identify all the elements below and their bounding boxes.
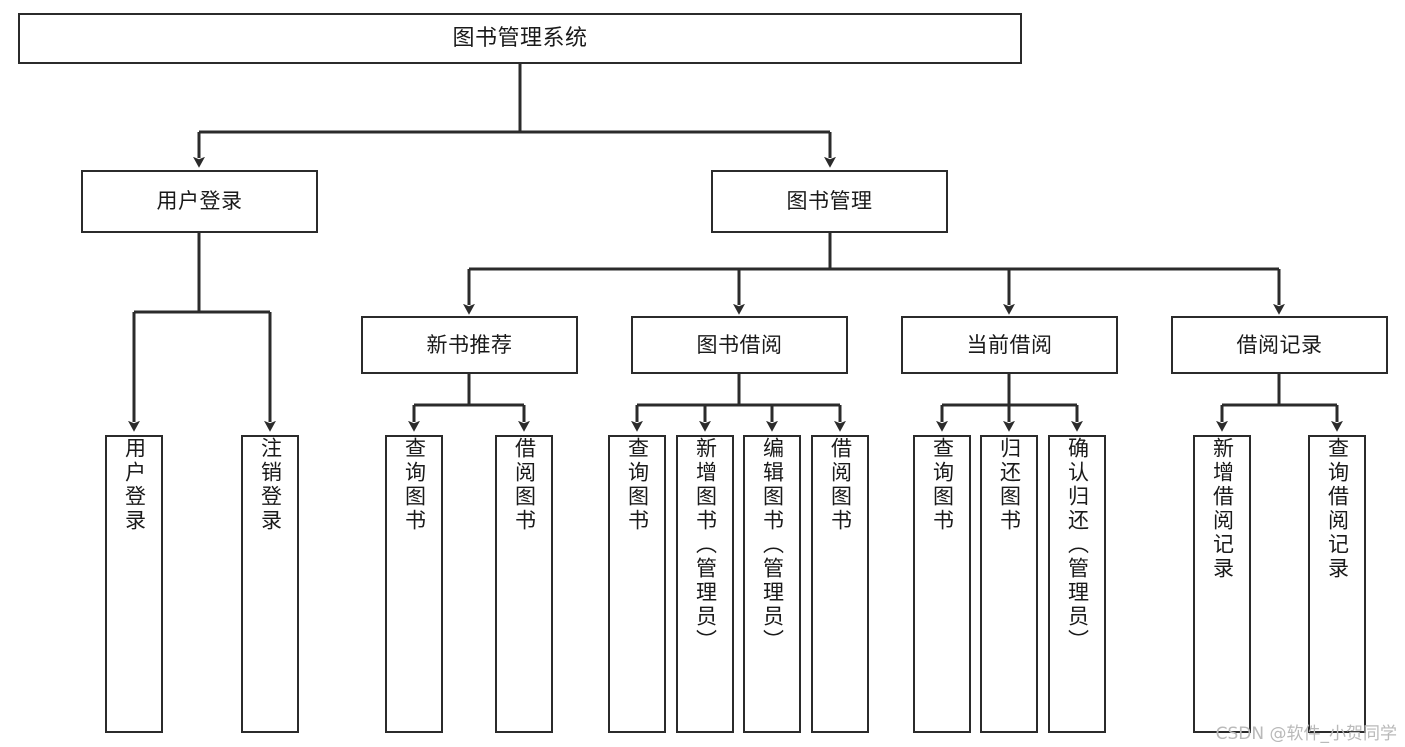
node-leaf-query-book-2[interactable]: 查询图书 — [608, 435, 666, 733]
node-book-borrow[interactable]: 图书借阅 — [631, 316, 848, 374]
watermark: CSDN @软件_小贺同学 — [1215, 724, 1397, 744]
node-leaf-borrow-book-1[interactable]: 借阅图书 — [495, 435, 553, 733]
node-leaf-query-book-1[interactable]: 查询图书 — [385, 435, 443, 733]
node-leaf-add-record[interactable]: 新增借阅记录 — [1193, 435, 1251, 733]
node-leaf-confirm-return-label: 确认归还（管理员） — [1065, 437, 1090, 653]
node-new-book-recommend[interactable]: 新书推荐 — [361, 316, 578, 374]
node-current-borrow[interactable]: 当前借阅 — [901, 316, 1118, 374]
node-leaf-borrow-book-2[interactable]: 借阅图书 — [811, 435, 869, 733]
node-leaf-add-book-label: 新增图书（管理员） — [693, 437, 718, 653]
node-leaf-add-book[interactable]: 新增图书（管理员） — [676, 435, 734, 733]
node-user-login[interactable]: 用户登录 — [81, 170, 318, 233]
node-new-book-recommend-label: 新书推荐 — [426, 332, 513, 357]
node-leaf-borrow-book-1-label: 借阅图书 — [512, 437, 537, 533]
node-current-borrow-label: 当前借阅 — [966, 332, 1053, 357]
node-leaf-query-book-2-label: 查询图书 — [625, 437, 650, 533]
node-leaf-user-login[interactable]: 用户登录 — [105, 435, 163, 733]
node-book-manage-label: 图书管理 — [786, 189, 873, 214]
node-root-label: 图书管理系统 — [452, 25, 588, 51]
node-leaf-query-book-3-label: 查询图书 — [930, 437, 955, 533]
node-leaf-query-record[interactable]: 查询借阅记录 — [1308, 435, 1366, 733]
node-leaf-user-logout-label: 注销登录 — [258, 437, 283, 533]
node-book-manage[interactable]: 图书管理 — [711, 170, 948, 233]
node-user-login-label: 用户登录 — [156, 189, 243, 214]
node-leaf-query-record-label: 查询借阅记录 — [1325, 437, 1350, 581]
node-leaf-borrow-book-2-label: 借阅图书 — [828, 437, 853, 533]
node-book-borrow-label: 图书借阅 — [696, 332, 783, 357]
node-borrow-record-label: 借阅记录 — [1236, 332, 1323, 357]
node-leaf-return-book-label: 归还图书 — [997, 437, 1022, 533]
node-leaf-confirm-return[interactable]: 确认归还（管理员） — [1048, 435, 1106, 733]
node-leaf-query-book-3[interactable]: 查询图书 — [913, 435, 971, 733]
node-leaf-query-book-1-label: 查询图书 — [402, 437, 427, 533]
node-leaf-return-book[interactable]: 归还图书 — [980, 435, 1038, 733]
node-borrow-record[interactable]: 借阅记录 — [1171, 316, 1388, 374]
node-leaf-user-logout[interactable]: 注销登录 — [241, 435, 299, 733]
node-root[interactable]: 图书管理系统 — [18, 13, 1022, 64]
node-leaf-user-login-label: 用户登录 — [122, 437, 147, 533]
node-leaf-edit-book[interactable]: 编辑图书（管理员） — [743, 435, 801, 733]
node-leaf-add-record-label: 新增借阅记录 — [1210, 437, 1235, 581]
node-leaf-edit-book-label: 编辑图书（管理员） — [760, 437, 785, 653]
